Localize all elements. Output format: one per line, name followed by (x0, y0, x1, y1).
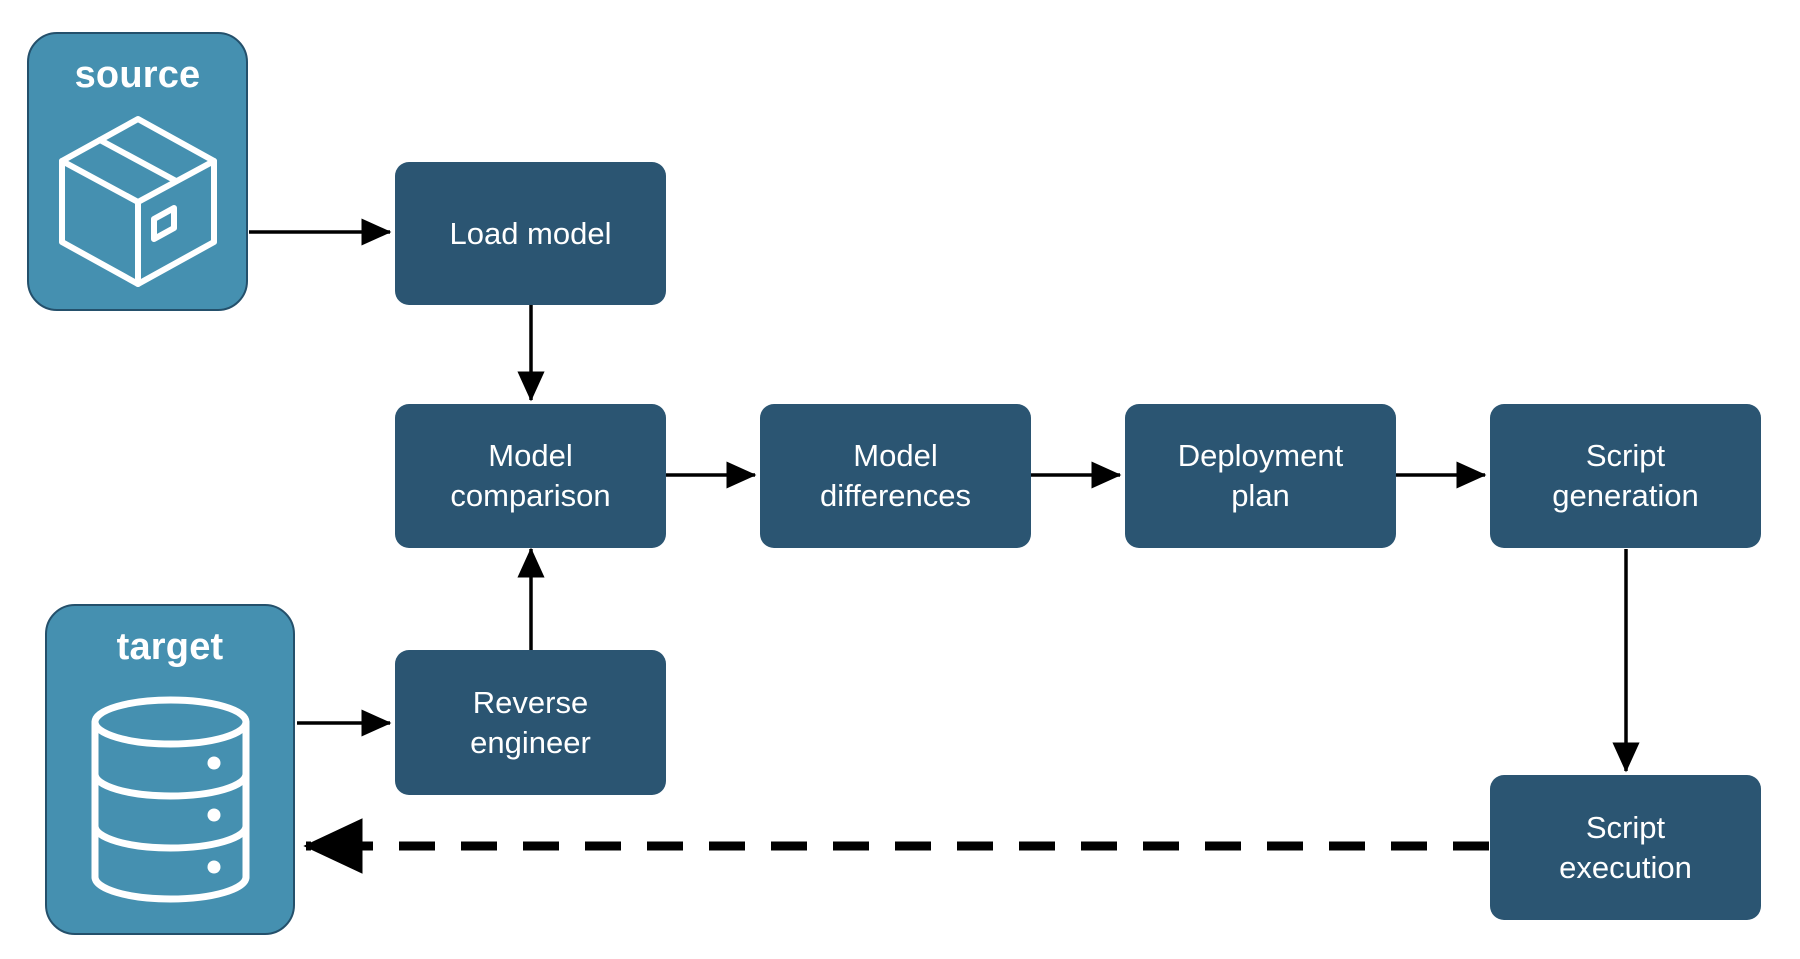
node-script-execution[interactable]: Script execution (1490, 775, 1761, 920)
node-model-differences-line-2: differences (819, 478, 972, 513)
node-model-differences[interactable]: Model differences (760, 404, 1031, 548)
node-model-differences-line-1: Model (853, 438, 938, 474)
package-box-icon (29, 94, 246, 309)
node-script-generation[interactable]: Script generation (1490, 404, 1761, 548)
node-deployment-plan[interactable]: Deployment plan (1125, 404, 1396, 548)
node-script-execution-line-2: execution (1559, 849, 1692, 885)
node-load-model[interactable]: Load model (395, 162, 666, 305)
node-model-comparison-line-1: Model (488, 438, 573, 474)
node-deployment-plan-line-2: plan (1231, 478, 1290, 513)
endpoint-target-label: target (116, 626, 224, 668)
node-load-model-line-1: Load model (449, 215, 612, 251)
node-script-execution-line-1: Script (1585, 809, 1666, 845)
node-reverse-engineer-line-1: Reverse (472, 684, 589, 720)
node-model-comparison[interactable]: Model comparison (395, 404, 666, 548)
node-deployment-plan-line-1: Deployment (1177, 438, 1344, 474)
endpoint-source[interactable]: source (27, 32, 248, 311)
database-cylinder-icon (47, 666, 293, 933)
endpoint-source-label: source (74, 54, 201, 96)
endpoint-target[interactable]: target (45, 604, 295, 935)
node-model-comparison-line-2: comparison (450, 478, 611, 513)
node-reverse-engineer[interactable]: Reverse engineer (395, 650, 666, 795)
node-reverse-engineer-line-2: engineer (470, 724, 591, 760)
node-script-generation-line-2: generation (1552, 478, 1699, 513)
node-script-generation-line-1: Script (1585, 438, 1666, 474)
